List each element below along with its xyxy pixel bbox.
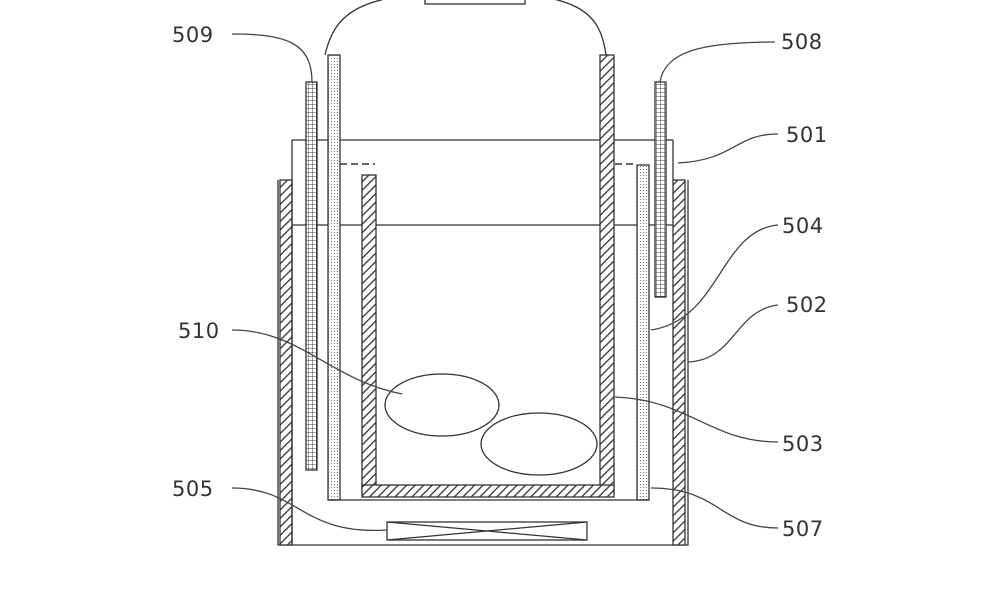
outer-wall-left <box>279 179 293 546</box>
sample-ellipse-1 <box>384 373 500 437</box>
label-509: 509 <box>172 23 214 47</box>
label-505: 505 <box>172 477 214 501</box>
leader-lines <box>231 33 779 531</box>
electrode-right <box>654 81 667 298</box>
leader-507 <box>650 487 779 529</box>
leader-502 <box>687 304 779 363</box>
sample-ellipse-2 <box>480 412 598 476</box>
jacket-wall-right <box>636 164 650 501</box>
suspension-wire <box>324 0 607 56</box>
label-504: 504 <box>782 214 824 238</box>
leader-505 <box>231 487 388 531</box>
basket-floor <box>361 484 615 498</box>
heating-jacket <box>327 54 650 501</box>
leader-501 <box>677 133 779 164</box>
leader-508 <box>659 41 776 83</box>
label-501: 501 <box>786 123 828 147</box>
stirrer <box>386 521 588 541</box>
label-502: 502 <box>786 293 828 317</box>
leader-503 <box>614 396 779 443</box>
jacket-wall-left <box>327 54 341 501</box>
electrode-left <box>305 81 318 471</box>
label-508: 508 <box>781 30 823 54</box>
leader-510 <box>231 329 403 395</box>
basket-wall-right <box>599 54 615 494</box>
leader-509 <box>231 33 313 83</box>
outer-wall-right <box>672 179 686 546</box>
outer-container <box>277 179 689 546</box>
inner-basket <box>361 54 615 498</box>
label-503: 503 <box>782 432 824 456</box>
basket-wall-left <box>361 174 377 494</box>
vessel <box>291 139 674 545</box>
label-510: 510 <box>178 319 220 343</box>
label-507: 507 <box>782 517 824 541</box>
top-box <box>424 0 526 5</box>
leader-504 <box>650 224 779 331</box>
